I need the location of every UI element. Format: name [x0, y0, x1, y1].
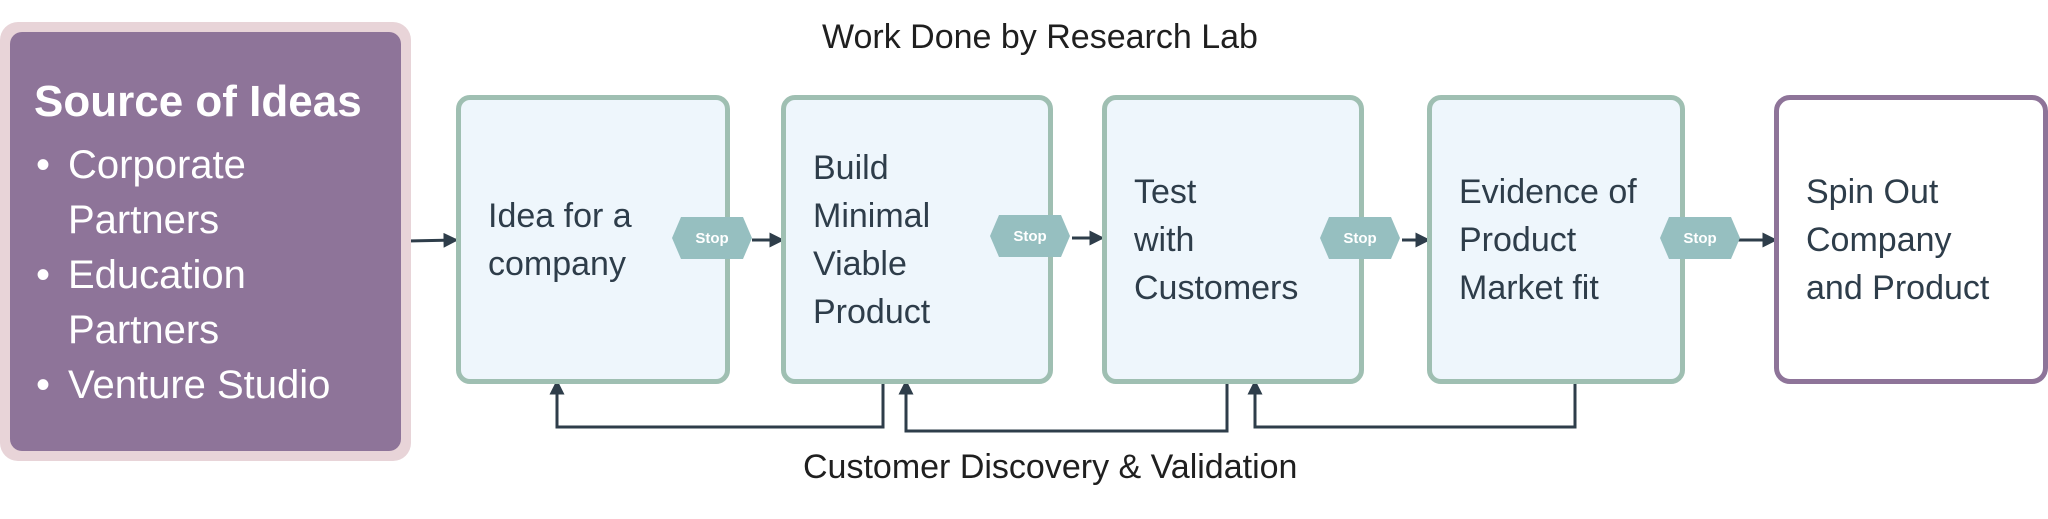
source-item-venture: Venture Studio: [34, 358, 368, 413]
source-item-education: Education Partners: [34, 248, 368, 358]
source-item-corporate: Corporate Partners: [34, 138, 368, 248]
feedback-evidence-to-test: [1247, 378, 1577, 429]
step-build-line-2: Minimal: [813, 196, 931, 235]
step-evidence-line-3: Market fit: [1459, 268, 1599, 307]
step-spinout-line-3: and Product: [1806, 268, 1990, 307]
stop-gate-4: Stop: [1659, 216, 1741, 260]
step-spin-out: Spin Out Company and Product: [1774, 95, 2048, 384]
stop-gate-3-label: Stop: [1343, 229, 1377, 247]
step-test-line-2: with: [1134, 220, 1195, 259]
step-test-customers: Test with Customers: [1102, 95, 1364, 384]
step-idea-line-2: company: [488, 244, 626, 283]
source-of-ideas-box: Source of Ideas Corporate Partners Educa…: [0, 22, 411, 461]
feedback-test-to-build: [898, 378, 1229, 433]
diagram-title: Work Done by Research Lab: [822, 18, 1258, 56]
stop-gate-1: Stop: [671, 216, 753, 260]
stop-gate-2-label: Stop: [1013, 227, 1047, 245]
step-test-line-1: Test: [1134, 172, 1197, 211]
step-evidence-fit: Evidence of Product Market fit: [1427, 95, 1685, 384]
step-build-line-3: Viable: [813, 244, 907, 283]
feedback-build-to-idea: [549, 378, 885, 429]
step-spinout-line-2: Company: [1806, 220, 1952, 259]
stop-gate-1-label: Stop: [695, 229, 729, 247]
arrow-source-to-idea: [406, 232, 459, 248]
step-spinout-line-1: Spin Out: [1806, 172, 1939, 211]
stop-gate-3: Stop: [1319, 216, 1401, 260]
step-build-line-4: Product: [813, 292, 931, 331]
step-evidence-line-1: Evidence of: [1459, 172, 1637, 211]
step-test-line-3: Customers: [1134, 268, 1299, 307]
step-build-line-1: Build: [813, 148, 889, 187]
source-list: Corporate Partners Education Partners Ve…: [34, 138, 401, 413]
stop-gate-4-label: Stop: [1683, 229, 1717, 247]
step-idea: Idea for a company: [456, 95, 730, 384]
step-evidence-line-2: Product: [1459, 220, 1577, 259]
stop-gate-2: Stop: [989, 214, 1071, 258]
source-title: Source of Ideas: [34, 77, 362, 126]
feedback-caption: Customer Discovery & Validation: [803, 448, 1298, 486]
step-idea-line-1: Idea for a: [488, 196, 632, 235]
